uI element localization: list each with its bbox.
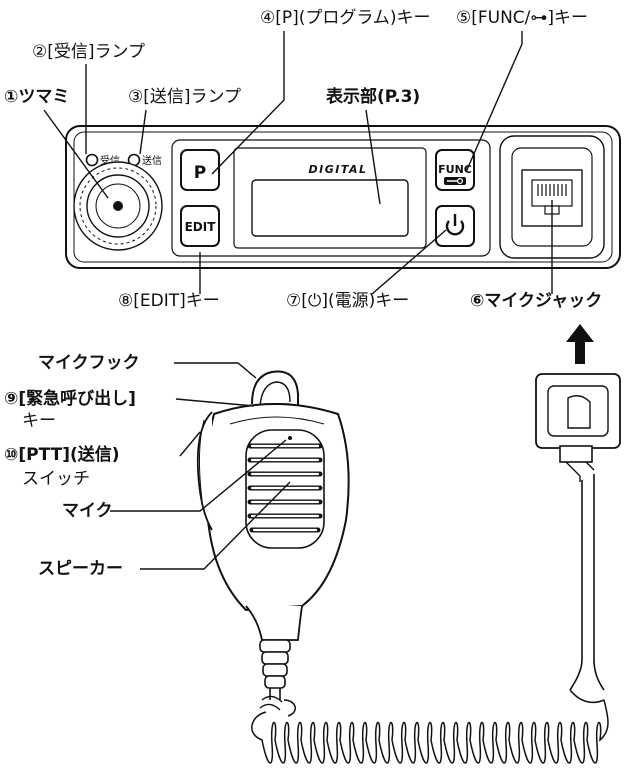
label-knob: ①ツマミ <box>4 87 69 107</box>
label-emergency-key-line1: ⑨[緊急呼び出し] <box>4 388 136 409</box>
label-tx-lamp: ③[送信]ランプ <box>128 87 241 107</box>
edit-button[interactable]: EDIT <box>180 205 220 247</box>
leader-mic <box>110 439 287 512</box>
coiled-cord <box>251 689 609 764</box>
tx-lamp: 送信 <box>127 153 162 167</box>
tx-lamp-text: 送信 <box>142 154 162 167</box>
label-mic: マイク <box>62 501 113 521</box>
strain-relief <box>259 639 291 711</box>
label-emergency-key-line2: キー <box>22 411 56 431</box>
mic-hook <box>251 370 299 408</box>
key-icon <box>447 177 464 185</box>
label-func-key: ⑤[FUNC/⊶]キー <box>456 8 588 28</box>
microphone <box>196 370 350 711</box>
ptt-switch[interactable] <box>196 411 213 531</box>
mic-plug <box>535 373 621 482</box>
power-button[interactable] <box>435 205 475 247</box>
mic-cord <box>569 474 605 691</box>
leader-lines <box>43 31 553 295</box>
label-display: 表示部(P.3) <box>326 86 420 107</box>
label-ptt-line1: ⑩[PTT](送信) <box>4 444 120 465</box>
label-edit-key: ⑧[EDIT]キー <box>118 291 220 311</box>
up-arrow-icon <box>566 324 594 364</box>
label-mic-hook: マイクフック <box>38 353 140 373</box>
leader-speaker <box>140 481 291 570</box>
p-button[interactable]: P <box>180 149 220 191</box>
leader-ptt <box>179 431 201 457</box>
power-icon <box>445 214 465 236</box>
leader-mic-hook <box>174 362 257 379</box>
leader-emergency-key <box>175 398 255 407</box>
brand-logo: DIGITAL <box>308 163 367 176</box>
p-button-label: P <box>194 163 206 183</box>
edit-button-label: EDIT <box>185 220 217 234</box>
radio-panel: 受信 送信 P EDIT DIGITAL <box>65 125 621 269</box>
func-button[interactable]: FUNC <box>435 149 475 191</box>
label-p-key: ④[P](プログラム)キー <box>260 8 431 28</box>
label-power-key: ⑦[⏻](電源)キー <box>286 291 409 311</box>
label-mic-jack: ⑥マイクジャック <box>470 291 602 311</box>
mic-jack[interactable] <box>499 135 605 259</box>
label-rx-lamp: ②[受信]ランプ <box>32 42 145 62</box>
label-ptt-line2: スイッチ <box>22 469 90 489</box>
label-speaker: スピーカー <box>38 559 123 579</box>
speaker-grille <box>245 429 325 549</box>
mic-hole <box>288 436 292 440</box>
volume-knob[interactable] <box>73 161 163 251</box>
display: DIGITAL <box>233 147 427 249</box>
func-button-label: FUNC <box>438 163 472 176</box>
